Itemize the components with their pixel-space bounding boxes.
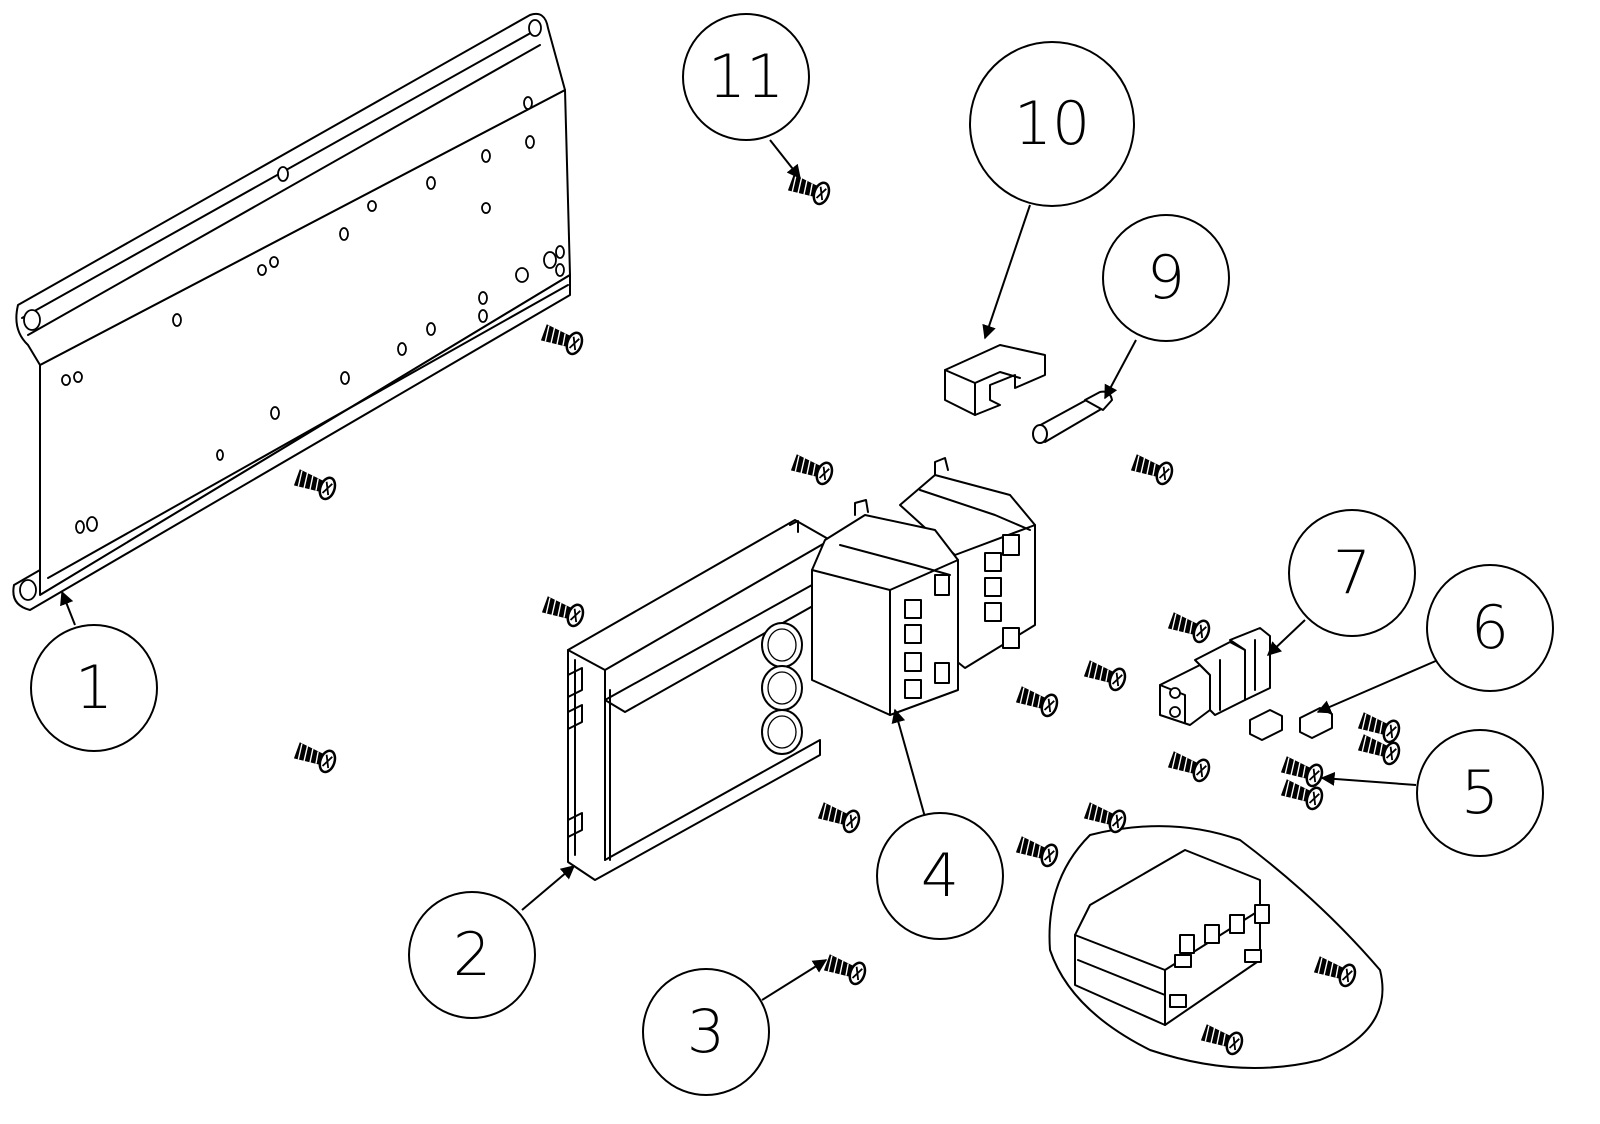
mounting-plate-part-1 xyxy=(12,12,571,611)
svg-text:3: 3 xyxy=(687,997,725,1067)
svg-text:5: 5 xyxy=(1461,758,1499,828)
callout-9: 9 xyxy=(1102,214,1230,342)
callout-5: 5 xyxy=(1416,729,1544,857)
leader-lines xyxy=(60,139,1439,1001)
svg-text:7: 7 xyxy=(1333,538,1371,608)
svg-text:11: 11 xyxy=(708,42,784,112)
fuse-part-9 xyxy=(1032,390,1113,444)
relay-part-4 xyxy=(811,457,1036,716)
callout-3: 3 xyxy=(642,968,770,1096)
callout-2: 2 xyxy=(408,891,536,1019)
channel-bracket-part-2 xyxy=(567,519,851,881)
callout-1: 1 xyxy=(30,624,158,752)
relay-detail-inset xyxy=(1048,825,1384,1069)
callout-7: 7 xyxy=(1288,509,1416,637)
callout-4: 4 xyxy=(876,812,1004,940)
svg-text:2: 2 xyxy=(453,920,491,990)
clip-part-6 xyxy=(1249,707,1333,741)
callout-10: 10 xyxy=(969,41,1135,207)
svg-text:6: 6 xyxy=(1471,593,1509,663)
callout-11: 11 xyxy=(682,13,810,141)
terminal-block-part-7 xyxy=(1159,627,1271,726)
svg-text:1: 1 xyxy=(75,653,113,723)
svg-text:9: 9 xyxy=(1147,243,1185,313)
callout-6: 6 xyxy=(1426,564,1554,692)
svg-text:4: 4 xyxy=(921,841,959,911)
clip-part-10 xyxy=(944,344,1046,416)
svg-text:10: 10 xyxy=(1014,89,1090,159)
